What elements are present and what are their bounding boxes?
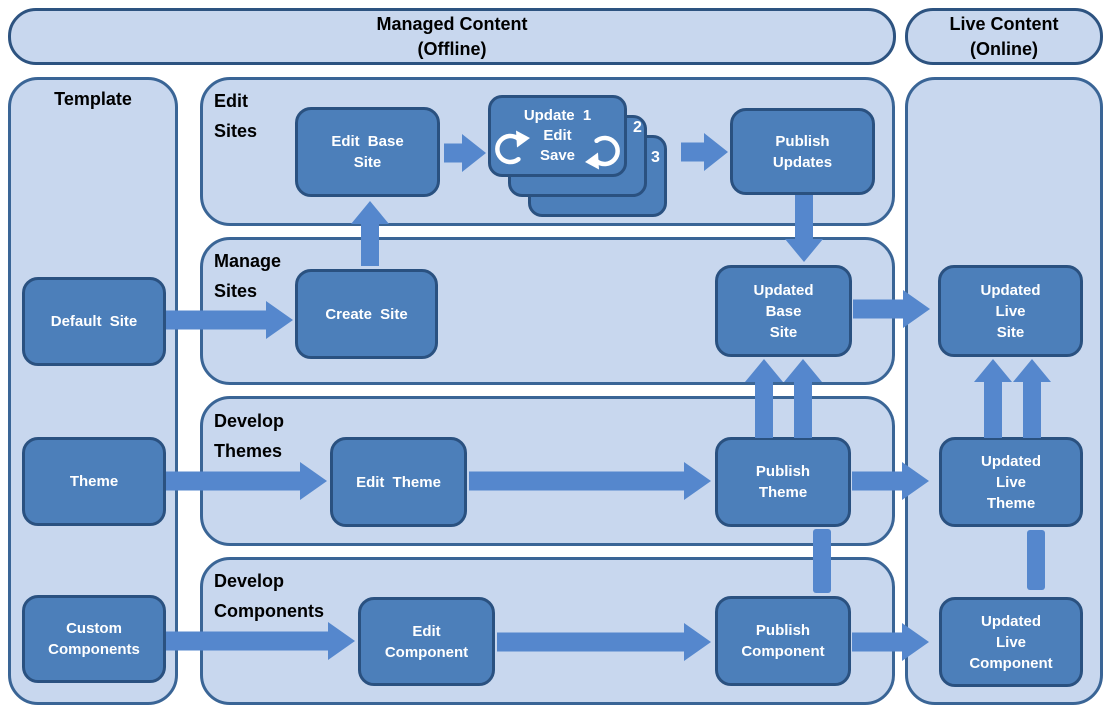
managed-content-header: Managed Content (Offline) (8, 8, 896, 65)
publish-theme-box: Publish Theme (715, 437, 851, 527)
edit-theme-box: Edit Theme (330, 437, 467, 527)
update-edit-label: Edit (543, 127, 572, 144)
live-content-title: Live Content (949, 13, 1059, 34)
updated-live-theme-box: Updated Live Theme (939, 437, 1083, 527)
managed-content-subtitle: (Offline) (417, 38, 487, 59)
live-content-header: Live Content (Online) (905, 8, 1103, 65)
update-save-label: Save (539, 147, 576, 164)
publish-component-box: Publish Component (715, 596, 851, 686)
create-site-box: Create Site (295, 269, 438, 359)
live-content-subtitle: (Online) (970, 38, 1038, 59)
updated-live-site-box: Updated Live Site (938, 265, 1083, 357)
default-site-box: Default Site (22, 277, 166, 366)
develop-components-label: Develop Components (214, 571, 324, 621)
update-box-1: Update 1 Edit Save (488, 95, 627, 177)
custom-components-box: Custom Components (22, 595, 166, 683)
template-label: Template (54, 89, 132, 109)
edit-component-box: Edit Component (358, 597, 495, 686)
edit-sites-label: Edit Sites (214, 91, 258, 141)
manage-sites-label: Manage Sites (214, 251, 282, 301)
updated-base-site-box: Updated Base Site (715, 265, 852, 357)
publish-updates-box: Publish Updates (730, 108, 875, 195)
update-title: Update 1 (523, 107, 592, 124)
update-badge-2: 2 (633, 119, 642, 136)
develop-themes-label: Develop Themes (214, 411, 285, 461)
updated-live-component-box: Updated Live Component (939, 597, 1083, 687)
theme-box: Theme (22, 437, 166, 526)
edit-base-site-box: Edit Base Site (295, 107, 440, 197)
update-badge-3: 3 (651, 149, 660, 166)
managed-content-title: Managed Content (376, 13, 528, 34)
